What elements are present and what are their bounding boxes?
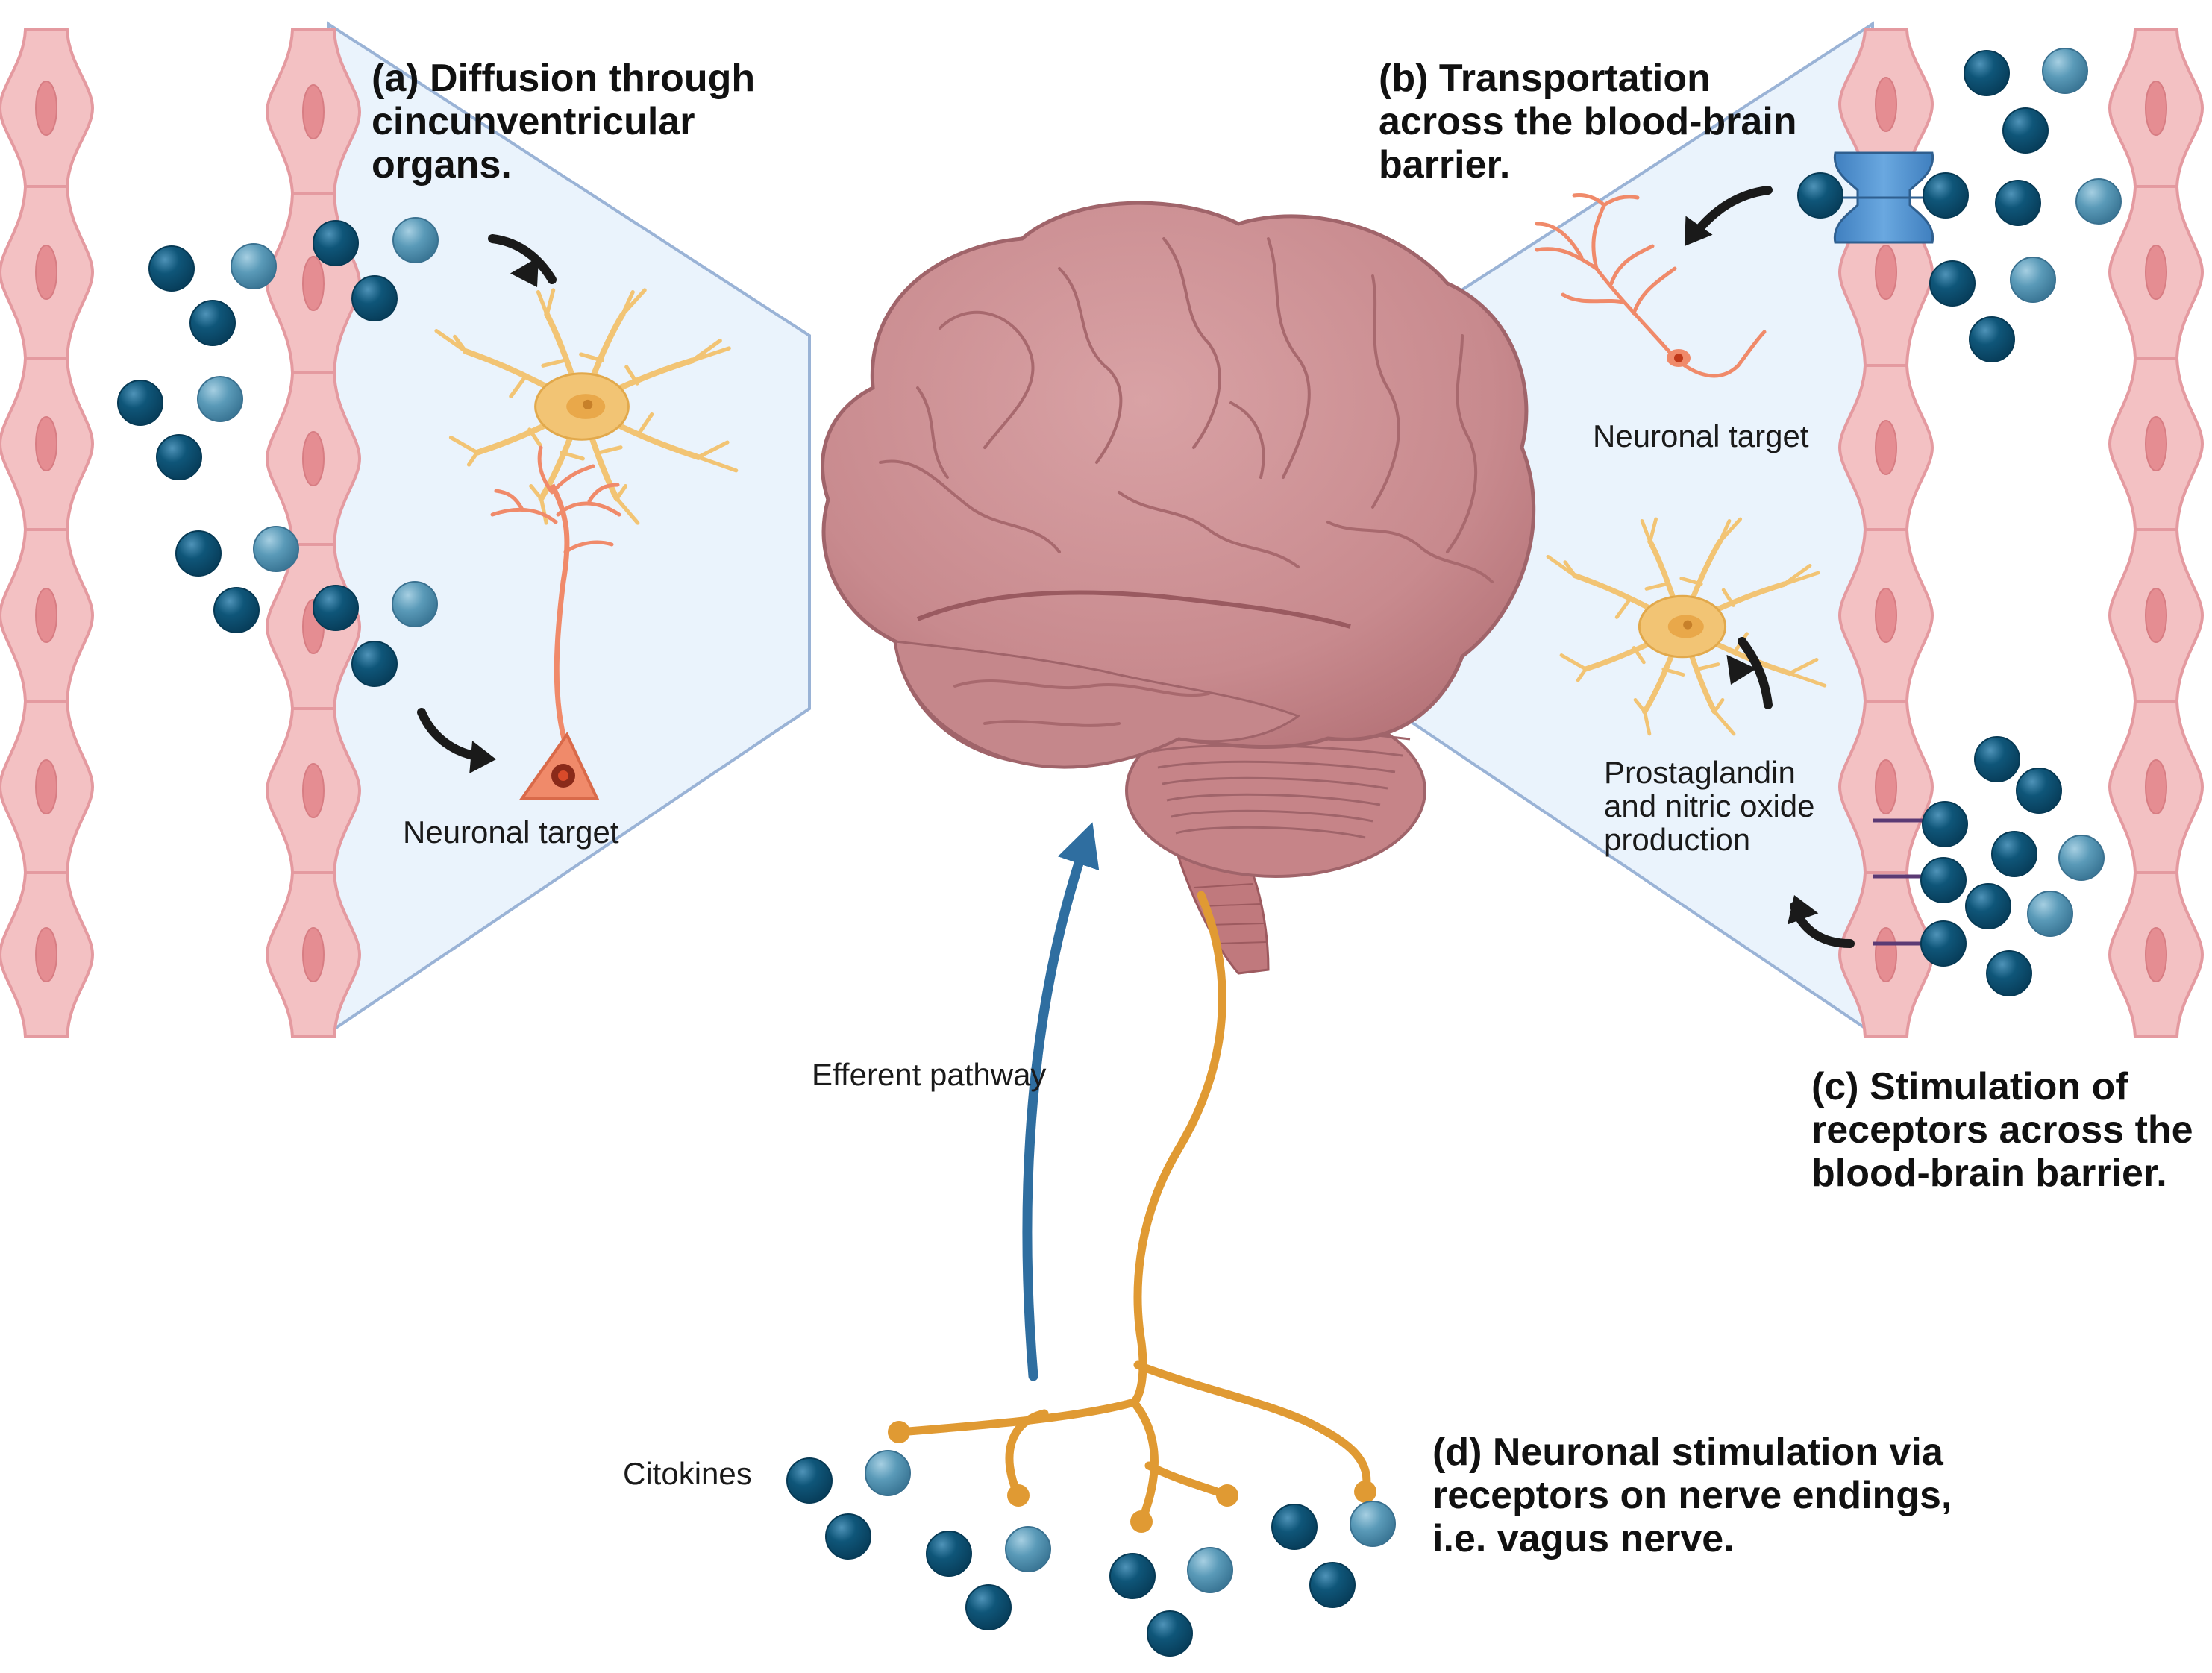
cytokine-molecule-icon — [117, 380, 163, 426]
cytokine-molecule-icon — [1995, 180, 2041, 226]
cytokine-molecule-icon — [1147, 1610, 1193, 1657]
cytokine-molecule-icon — [2075, 178, 2122, 225]
cytokine-molecule-icon — [231, 243, 277, 289]
cytokine-molecule-icon — [1929, 260, 1976, 307]
cytokine-molecule-icon — [1350, 1501, 1396, 1547]
cytokine-molecule-icon — [965, 1584, 1012, 1630]
cytokine-molecule-icon — [1271, 1504, 1318, 1550]
curved-arrow-icon — [417, 186, 1855, 948]
cytokine-molecule-icon — [2058, 835, 2105, 881]
cytokine-molecule-icon — [1923, 172, 1969, 219]
cytokine-molecule-icon — [1920, 920, 1967, 967]
cytokine-molecules — [117, 48, 2122, 1657]
transport-channel-icon — [1833, 151, 1934, 244]
cytokine-molecule-icon — [148, 245, 195, 292]
cytokine-molecule-icon — [865, 1450, 911, 1496]
endothelial-walls — [0, 28, 2205, 1038]
cytokine-molecule-icon — [786, 1457, 833, 1504]
efferent-pathway-label: Efferent pathway — [812, 1057, 1047, 1092]
cytokine-molecule-icon — [1969, 316, 2015, 362]
cytokine-molecule-icon — [313, 220, 359, 266]
cytokine-molecule-icon — [156, 434, 202, 480]
cytokine-molecule-icon — [1964, 50, 2010, 96]
cytokine-molecule-icon — [392, 581, 438, 627]
cytokine-molecule-icon — [1974, 736, 2020, 782]
cytokines-label: Citokines — [623, 1456, 752, 1491]
cytokine-molecule-icon — [926, 1531, 972, 1577]
astrocyte-icon — [1546, 517, 1827, 736]
cytokine-molecule-icon — [2016, 768, 2062, 814]
vagus-nerve-icon — [894, 891, 1371, 1526]
cytokine-molecule-icon — [2042, 48, 2088, 94]
cytokine-molecule-icon — [392, 217, 439, 263]
cytokine-molecule-icon — [253, 526, 299, 572]
cytokine-molecule-icon — [197, 376, 243, 422]
panel-a-neuronal-target-label: Neuronal target — [403, 814, 619, 850]
brain-icon — [821, 201, 1536, 975]
efferent-pathway-arrow — [1022, 822, 1100, 1381]
cytokine-molecule-icon — [1965, 883, 2011, 929]
cytokine-molecule-icon — [1797, 172, 1843, 219]
cytokine-molecule-icon — [1986, 950, 2032, 996]
cytokine-molecule-icon — [825, 1513, 871, 1560]
panel-b-neuronal-target-label: Neuronal target — [1593, 418, 1809, 453]
cytokine-molecule-icon — [1920, 857, 1967, 903]
cytokine-molecule-icon — [351, 641, 398, 687]
cytokine-molecule-icon — [351, 275, 398, 321]
cytokine-molecule-icon — [2002, 107, 2049, 154]
receptor-icon — [1873, 818, 1929, 946]
cytokine-molecule-icon — [2010, 257, 2056, 303]
cytokine-molecule-icon — [1991, 831, 2037, 877]
nerve-endings — [888, 1421, 1376, 1533]
cytokine-molecule-icon — [213, 587, 260, 633]
cytokine-molecule-icon — [1005, 1526, 1051, 1572]
astrocyte-icon — [434, 288, 739, 525]
cytokine-molecule-icon — [2027, 891, 2073, 937]
cytokine-molecule-icon — [313, 585, 359, 631]
cytokine-molecule-icon — [1309, 1562, 1356, 1608]
cytokine-molecule-icon — [1187, 1547, 1233, 1593]
cytokine-molecule-icon — [1109, 1553, 1156, 1599]
cytokine-molecule-icon — [1922, 801, 1968, 847]
neuron-icon — [490, 193, 1767, 800]
cytokine-molecule-icon — [175, 530, 222, 577]
cytokine-molecule-icon — [189, 300, 236, 346]
